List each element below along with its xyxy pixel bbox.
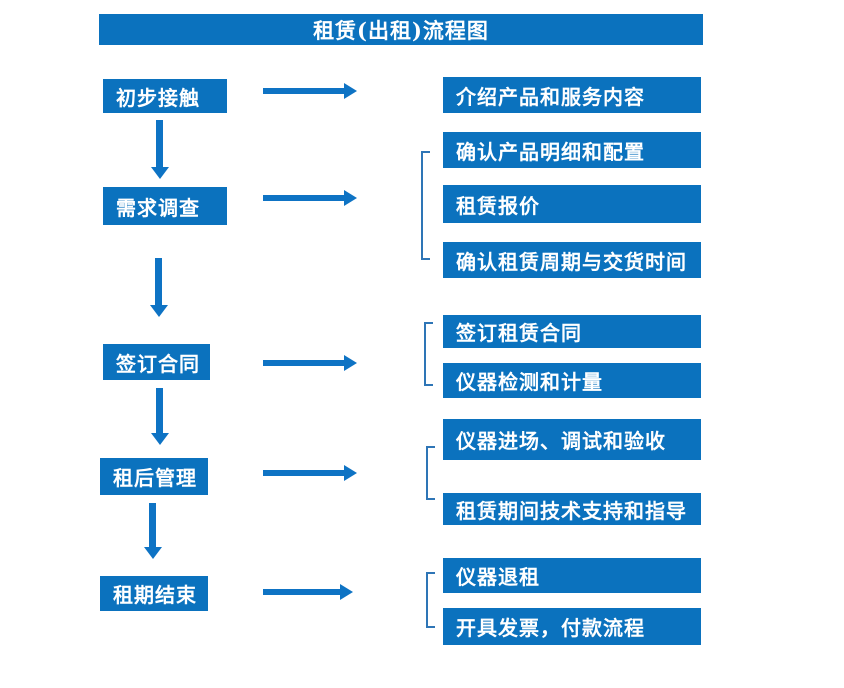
arrow-right-icon (263, 584, 353, 600)
detail-box-tech-support: 租赁期间技术支持和指导 (443, 493, 701, 525)
arrow-down-icon (150, 120, 169, 179)
step-box-post-rental-management: 租后管理 (100, 458, 208, 495)
detail-box-confirm-product-spec: 确认产品明细和配置 (443, 132, 701, 168)
detail-box-instrument-return: 仪器退租 (443, 558, 701, 593)
step-box-sign-contract: 签订合同 (103, 344, 210, 380)
step-box-rental-period-end: 租期结束 (100, 576, 208, 611)
arrow-down-icon (150, 388, 169, 445)
arrow-right-icon (263, 465, 357, 481)
group-bracket (426, 572, 435, 628)
detail-box-sign-rental-contract: 签订租赁合同 (443, 315, 701, 348)
group-bracket (426, 446, 435, 500)
arrow-down-icon (143, 503, 162, 559)
arrow-right-icon (263, 83, 357, 99)
detail-box-instrument-testing: 仪器检测和计量 (443, 363, 701, 398)
page-title: 租赁(出租)流程图 (313, 17, 489, 43)
arrow-down-icon (149, 258, 168, 317)
detail-box-confirm-period: 确认租赁周期与交货时间 (443, 242, 701, 278)
step-box-initial-contact: 初步接触 (103, 79, 227, 113)
title-bar: 租赁(出租)流程图 (99, 14, 703, 45)
detail-box-invoice-payment: 开具发票，付款流程 (443, 608, 701, 645)
step-box-needs-survey: 需求调查 (103, 187, 227, 225)
arrow-right-icon (263, 355, 357, 371)
arrow-right-icon (263, 190, 357, 206)
detail-box-rental-quote: 租赁报价 (443, 185, 701, 223)
detail-box-introduce-products: 介绍产品和服务内容 (443, 77, 701, 113)
detail-box-instrument-setup: 仪器进场、调试和验收 (443, 419, 701, 460)
group-bracket (424, 322, 433, 386)
group-bracket (421, 151, 430, 260)
